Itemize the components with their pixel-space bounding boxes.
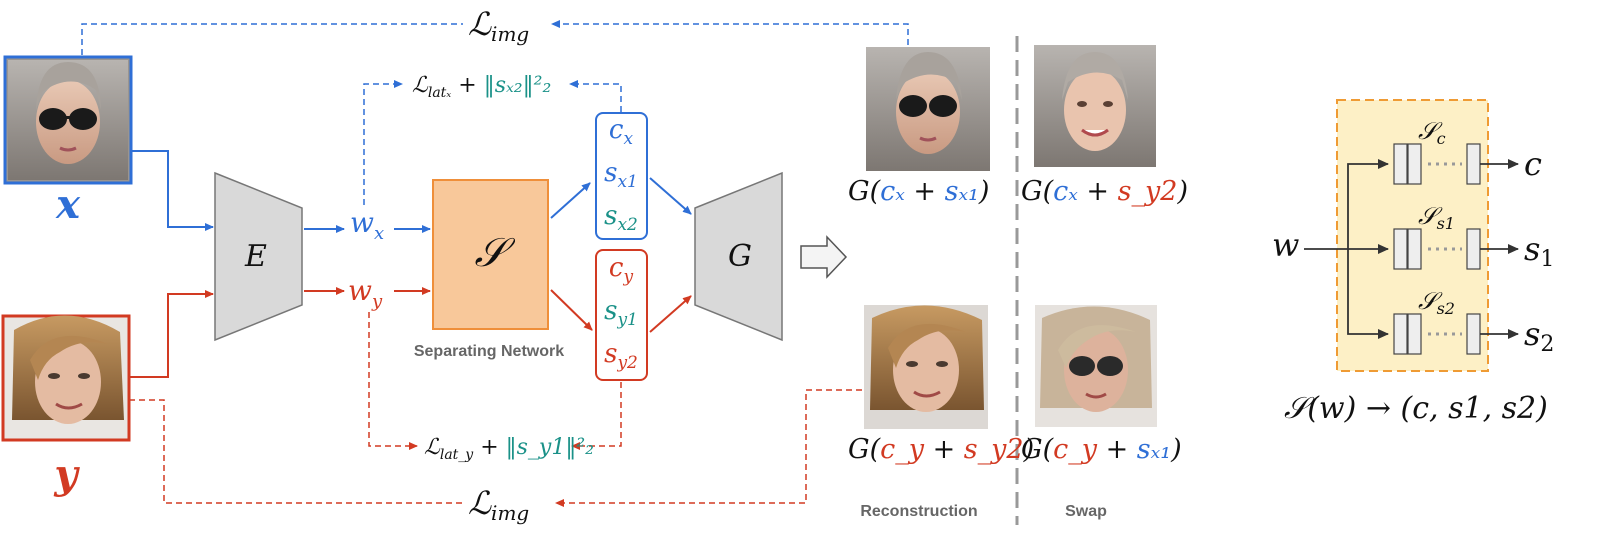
dashed-arrow-lat-loss-x-right <box>569 80 622 112</box>
branch-output-label: s1 <box>1524 230 1554 272</box>
layer-block <box>1393 143 1408 185</box>
code-s-y1: sy1 <box>604 296 638 330</box>
layer-block <box>1393 228 1408 270</box>
code-box-x <box>595 112 648 240</box>
layer-block <box>1407 143 1422 185</box>
input-image-x <box>3 55 133 185</box>
arrow-separator-to-codes-x <box>550 182 591 219</box>
loss-img-top: ℒimg <box>468 5 529 46</box>
layer-block <box>1407 313 1422 355</box>
latent-wx: wx <box>350 206 384 244</box>
separator-caption: Separating Network <box>414 343 564 360</box>
code-s-y2: sy2 <box>604 339 638 373</box>
layer-block <box>1393 313 1408 355</box>
column-label-swap: Swap <box>1065 503 1107 520</box>
layer-block <box>1466 313 1481 355</box>
formula-top-swap: G(cₓ + s_y2) <box>1021 176 1188 207</box>
input-image-y <box>1 314 131 442</box>
arrow-separator-to-codes-y <box>550 289 593 331</box>
arrow-y-to-encoder <box>129 290 214 378</box>
loss-lat-x: ℒlatₓ + ‖sₓ₂‖²₂ <box>412 73 551 101</box>
output-image-bottom-reconstruction <box>864 305 988 429</box>
arrow-codes-y-to-generator <box>649 295 692 333</box>
dashed-line-img-loss-bottom-left <box>129 399 463 504</box>
dashed-arrow-lat-loss-y-right <box>571 382 622 450</box>
branch-output-label: s2 <box>1524 315 1554 357</box>
formula-bottom-swap: G(c_y + sₓ₁) <box>1021 434 1182 465</box>
arrow-w-to-bottom-branch <box>1347 249 1389 339</box>
separator-branch-2: 𝒮s1 s1 <box>1393 202 1554 272</box>
code-box-y <box>595 249 648 381</box>
generator-block <box>694 171 783 342</box>
dashed-arrow-img-loss-top-right <box>551 20 909 45</box>
output-image-top-swap <box>1034 45 1156 167</box>
formula-bottom-reconstruction: G(c_y + s_y2) <box>848 434 1034 465</box>
branch-output-label: c <box>1524 145 1542 183</box>
column-label-reconstruction: Reconstruction <box>860 503 977 520</box>
branch-head-label: 𝒮s1 <box>1418 202 1455 233</box>
code-list-x: cx sx1 sx2 <box>604 115 638 235</box>
output-arrow-icon <box>800 235 848 279</box>
dashed-arrow-lat-loss-x-left <box>363 80 403 205</box>
arrow-x-to-encoder <box>131 150 214 231</box>
dashed-arrow-img-loss-bottom-right <box>555 389 862 507</box>
arrow-codes-x-to-generator <box>649 177 692 215</box>
formula-top-reconstruction: G(cₓ + sₓ₁) <box>848 176 989 207</box>
loss-lat-y: ℒlat_y + ‖s_y1‖²₂ <box>424 435 594 463</box>
layer-block <box>1466 228 1481 270</box>
layer-block <box>1466 143 1481 185</box>
dashed-arrow-lat-loss-y-left <box>368 312 418 450</box>
layer-block <box>1407 228 1422 270</box>
encoder-block <box>214 171 303 342</box>
side-input-w: w <box>1272 226 1299 264</box>
code-list-y: cy sy1 sy2 <box>604 253 638 373</box>
separating-network-block <box>432 179 549 330</box>
code-s-x1: sx1 <box>604 158 638 192</box>
latent-wy: wy <box>348 274 383 312</box>
input-y-label: y <box>53 451 80 498</box>
code-c-y: cy <box>609 253 634 287</box>
encoder-label: E <box>244 239 267 274</box>
generator-label: G <box>728 239 752 274</box>
separator-formula: 𝒮(w) → (c, s1, s2) <box>1284 391 1548 426</box>
output-image-top-reconstruction <box>866 47 990 171</box>
dashed-line-img-loss-top-left <box>81 23 463 55</box>
code-s-x2: sx2 <box>604 201 638 235</box>
arrow-w-to-top-branch <box>1347 159 1389 249</box>
loss-img-bottom: ℒimg <box>468 484 529 525</box>
input-x-label: x <box>55 181 81 228</box>
output-image-bottom-swap <box>1035 305 1157 427</box>
code-c-x: cx <box>609 115 634 149</box>
